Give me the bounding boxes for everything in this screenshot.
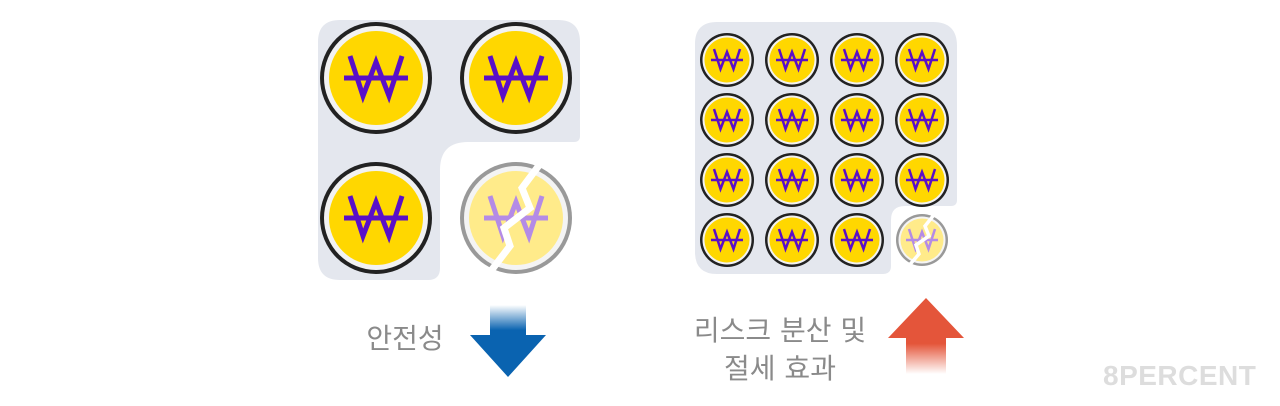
coin-icon [320, 22, 432, 134]
coin-icon [765, 153, 819, 207]
coin-icon [765, 33, 819, 87]
coin-icon [895, 93, 949, 147]
coin-icon [460, 22, 572, 134]
down-arrow-icon [470, 305, 546, 377]
coin-icon [700, 213, 754, 267]
up-arrow-icon [888, 298, 964, 374]
coin-icon [765, 93, 819, 147]
coin-icon [830, 33, 884, 87]
coin-icon [830, 153, 884, 207]
diversification-label-line1: 리스크 분산 및 [693, 314, 867, 347]
coin-icon [700, 93, 754, 147]
right-coin-panel [695, 22, 959, 274]
diversification-label-line2: 절세 효과 [724, 352, 836, 385]
broken-coin-icon [460, 153, 572, 280]
broken-coin-icon [896, 209, 948, 271]
coin-icon [830, 93, 884, 147]
coin-icon [830, 213, 884, 267]
brand-logo: 8PERCENT [1103, 360, 1257, 391]
safety-label: 안전성 [366, 322, 444, 355]
diversification-label: 리스크 분산 및 절세 효과 [680, 312, 880, 388]
coin-icon [700, 153, 754, 207]
coin-icon [700, 33, 754, 87]
coin-icon [765, 213, 819, 267]
coin-icon [320, 162, 432, 274]
left-coin-panel [318, 20, 580, 280]
coin-icon [895, 33, 949, 87]
coin-icon [895, 153, 949, 207]
